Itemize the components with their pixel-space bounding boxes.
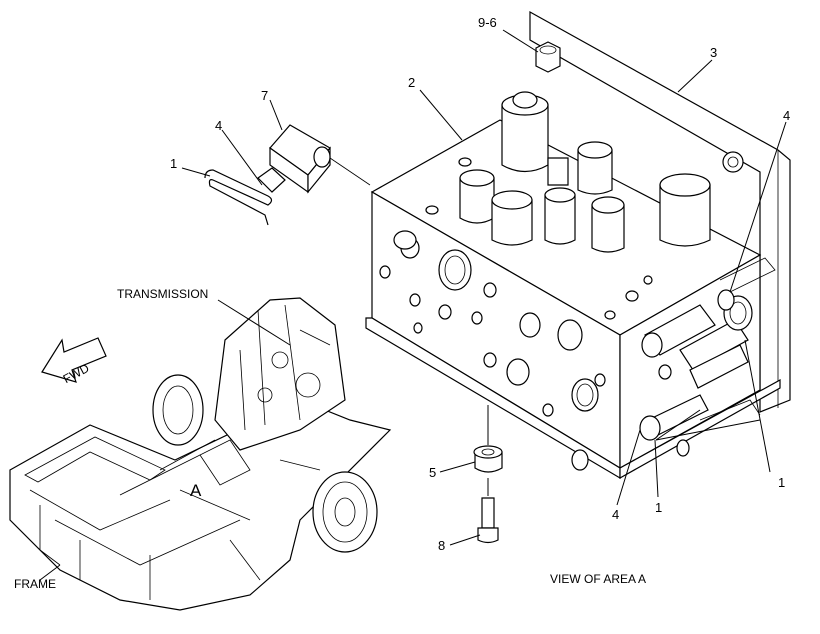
leader-lines <box>39 29 787 581</box>
callout-7: 7 <box>261 88 268 103</box>
callout-4-bottom: 4 <box>612 507 619 522</box>
view-caption: VIEW OF AREA A <box>550 572 646 586</box>
spacer-and-bolt <box>473 405 503 544</box>
callout-4-right: 4 <box>783 108 790 123</box>
callout-3: 3 <box>710 45 717 60</box>
callout-9-6: 9-6 <box>478 15 497 30</box>
callout-1-right: 1 <box>778 475 785 490</box>
text-labels: TRANSMISSION FWD A FRAME VIEW OF AREA A <box>14 287 646 591</box>
callout-1-top: 1 <box>170 156 177 171</box>
callout-2: 2 <box>408 75 415 90</box>
fwd-arrow <box>41 337 107 383</box>
machine-frame <box>9 297 392 611</box>
frame-label: FRAME <box>14 577 56 591</box>
callout-5: 5 <box>429 465 436 480</box>
transmission-label: TRANSMISSION <box>117 287 208 301</box>
solenoid-stack <box>459 41 711 253</box>
connector-assembly <box>204 124 371 226</box>
callout-1-bottom: 1 <box>655 500 662 515</box>
right-connectors <box>639 257 776 441</box>
callout-labels: 9-6 3 2 7 4 1 4 1 5 8 4 1 <box>170 15 790 553</box>
area-label: A <box>190 481 202 500</box>
callout-4-top: 4 <box>215 118 222 133</box>
callout-8: 8 <box>438 538 445 553</box>
